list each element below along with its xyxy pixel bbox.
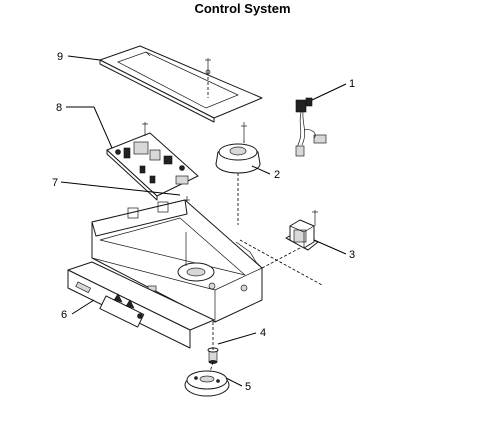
cover-plate-part xyxy=(99,45,263,123)
control-housing-part xyxy=(91,199,263,323)
buzzer-part xyxy=(215,122,261,174)
callout-label: 3 xyxy=(349,249,355,261)
front-panel-part xyxy=(67,261,215,349)
callout-label: 9 xyxy=(57,51,63,63)
switch-post-part xyxy=(207,347,219,364)
callout-1: 1 xyxy=(311,78,355,101)
base-knob-part xyxy=(184,370,230,397)
callout-label: 1 xyxy=(349,78,355,90)
callout-label: 4 xyxy=(260,327,266,339)
callout-9: 9 xyxy=(57,51,101,63)
callout-2: 2 xyxy=(251,165,280,181)
assembly-guide-lines xyxy=(207,72,323,373)
callout-6: 6 xyxy=(61,299,95,321)
callout-label: 8 xyxy=(56,102,62,114)
callout-label: 2 xyxy=(274,169,280,181)
diagram-title: Control System xyxy=(194,1,291,16)
wire-harness-part xyxy=(295,97,327,157)
callout-8: 8 xyxy=(56,102,113,149)
callout-label: 5 xyxy=(245,381,251,393)
callout-4: 4 xyxy=(217,327,266,345)
circuit-board-part xyxy=(106,122,199,232)
callout-7: 7 xyxy=(52,177,181,196)
callout-label: 7 xyxy=(52,177,58,189)
callout-3: 3 xyxy=(313,239,355,261)
callout-label: 6 xyxy=(61,309,67,321)
transformer-part xyxy=(285,210,319,251)
callout-5: 5 xyxy=(225,377,251,393)
